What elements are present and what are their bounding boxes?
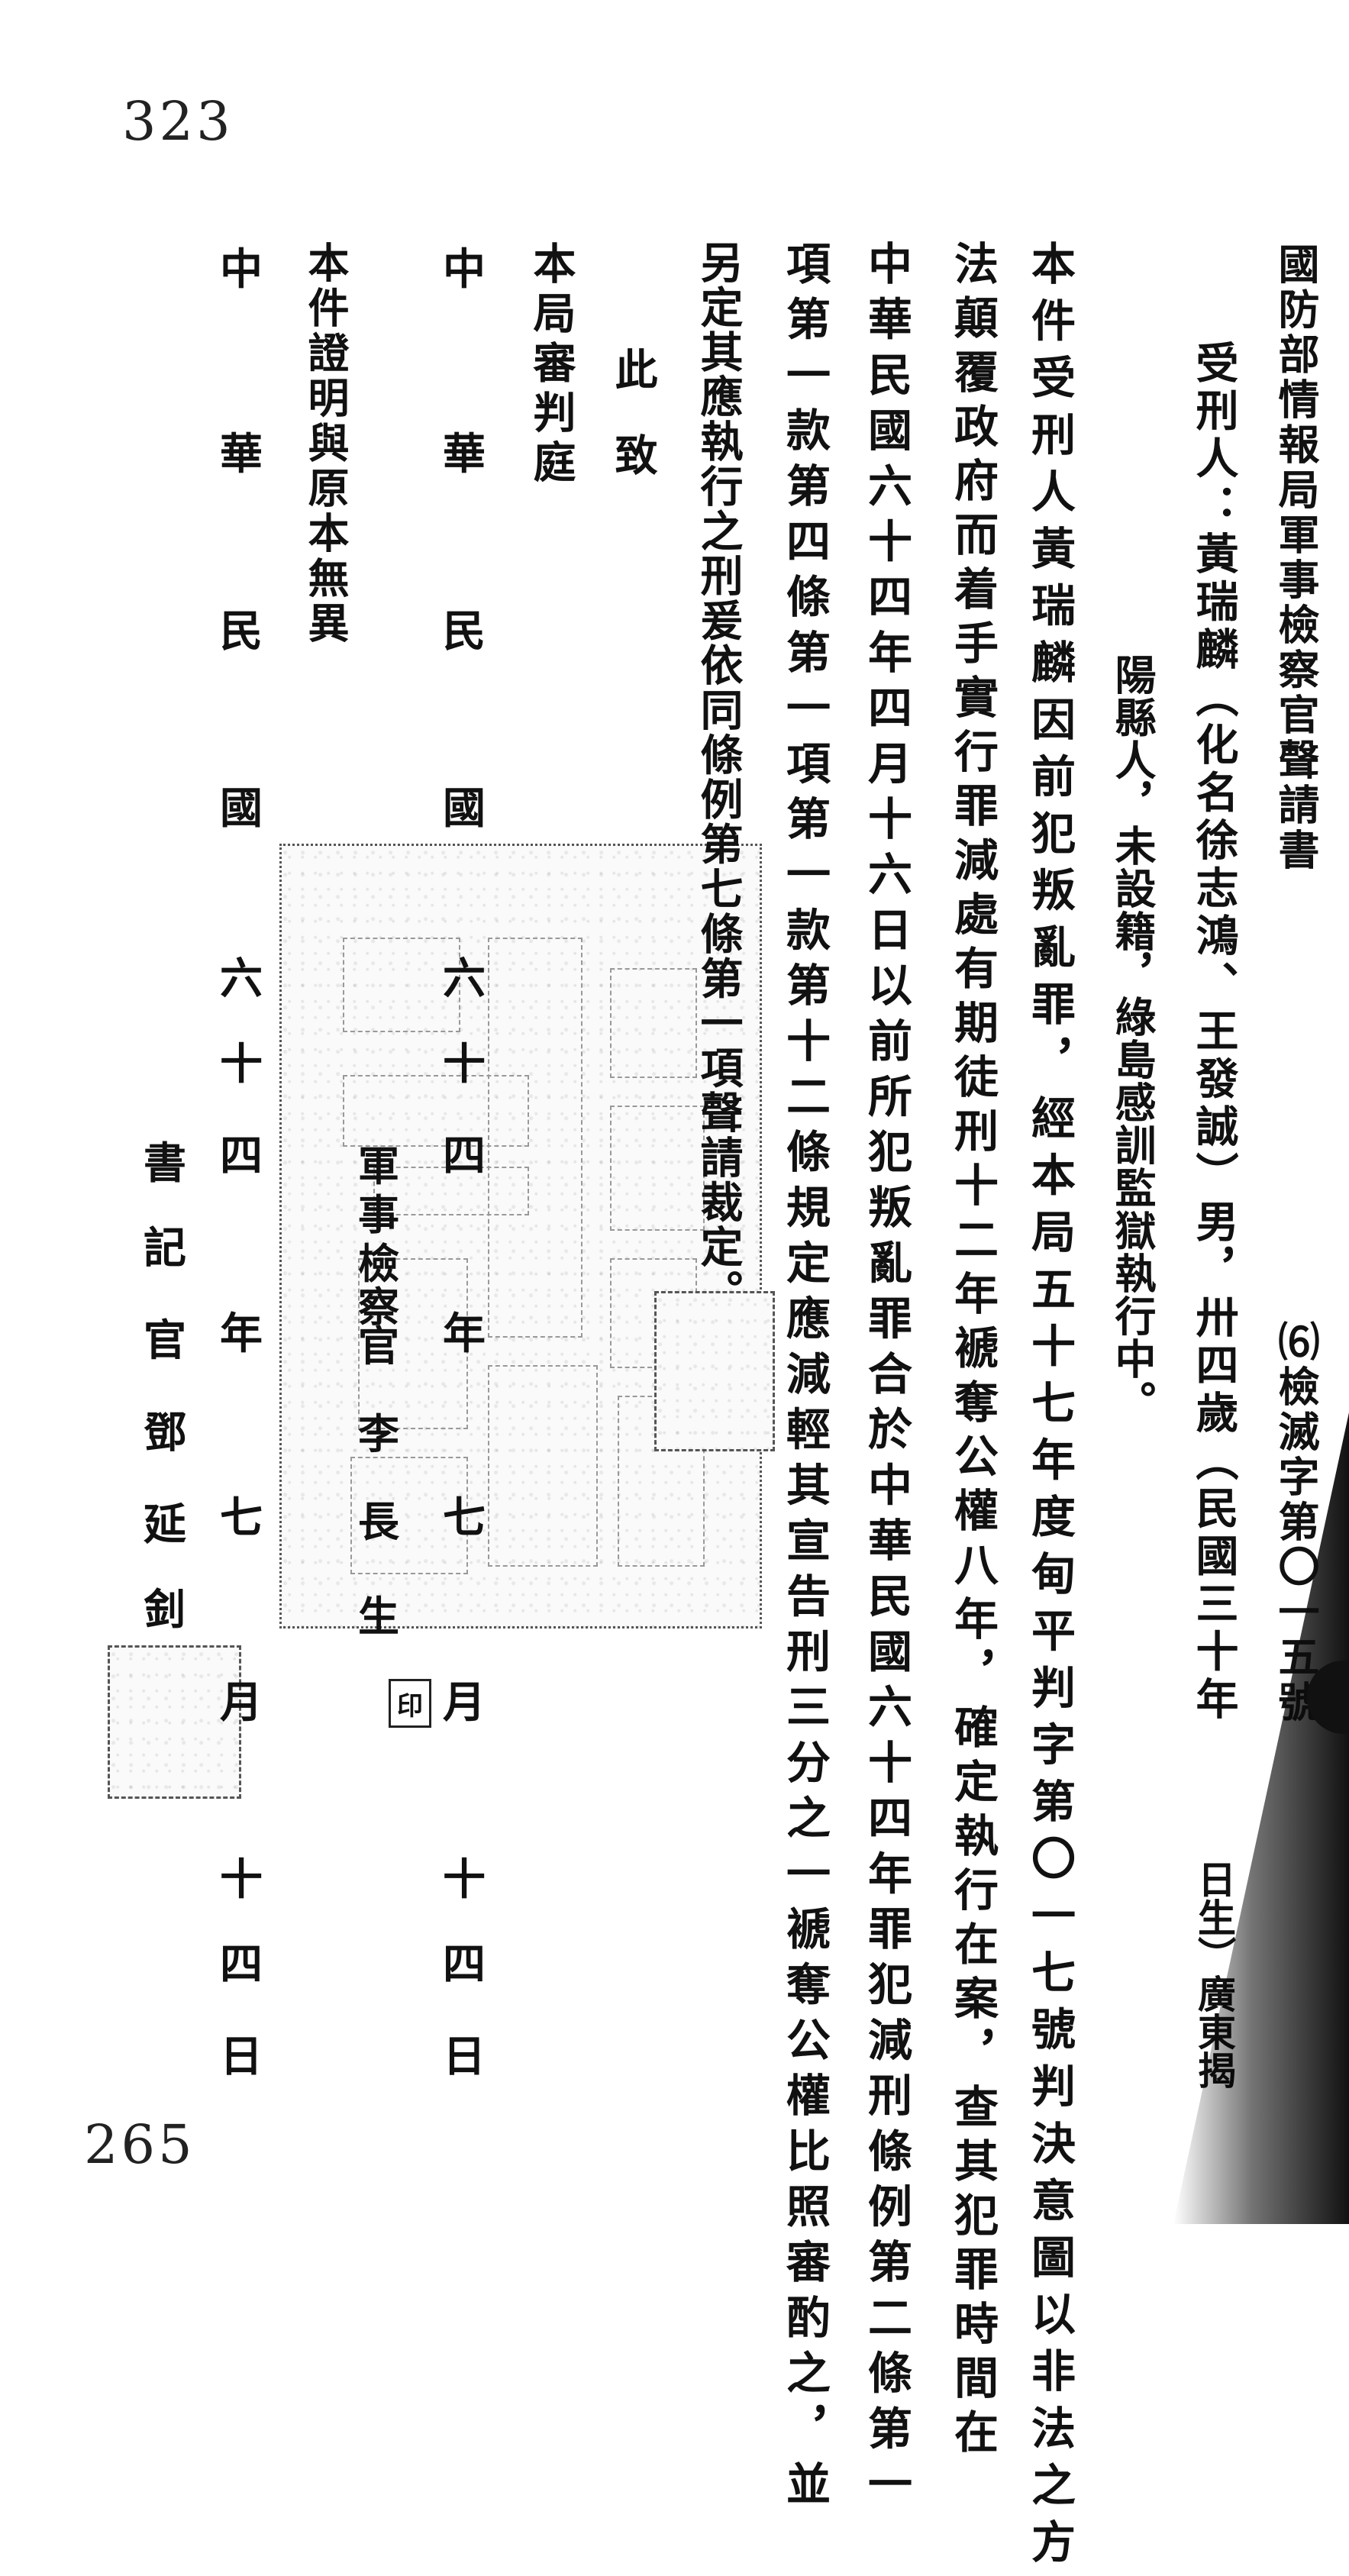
character: 四 [443, 1131, 486, 1181]
character: 記 [144, 1223, 186, 1273]
character: 年 [443, 1309, 486, 1359]
character: 官 [144, 1315, 186, 1366]
body-line: 項第一款第四條第一項第一款第十二條規定應減輕其宣告刑三分之一褫奪公權比照審酌之，… [779, 240, 831, 2516]
character: 書 [144, 1138, 186, 1189]
character: 檢 [358, 1239, 399, 1288]
clerk-signature: 書記官鄧延釗 [144, 0, 189, 2224]
character: 生 [358, 1592, 399, 1641]
certification-date: 中華民國六十四年七月十四日 [220, 0, 266, 2224]
character: 月 [443, 1677, 486, 1728]
official-seal-large [279, 844, 762, 1629]
character: 日 [443, 2032, 486, 2082]
character: 四 [443, 1939, 486, 1990]
seal-mark-box: 印 [389, 1679, 431, 1728]
page-number-top: 323 [122, 90, 234, 153]
character: 民 [220, 606, 263, 657]
character: 六 [443, 954, 486, 1004]
character: 事 [358, 1190, 399, 1239]
character: 十 [220, 1855, 263, 1905]
page-number-bottom: 265 [84, 2113, 195, 2176]
character: 七 [220, 1493, 263, 1543]
character: 六 [220, 954, 263, 1004]
body-line: 法顛覆政府而着手實行罪減處有期徒刑十二年褫奪公權八年，確定執行在案，查其犯罪時間… [947, 240, 999, 2463]
body-line: 本件受刑人黃瑞麟因前犯叛亂罪，經本局五十七年度甸平判字第〇一七號判決意圖以非法之… [1024, 240, 1076, 2576]
defendant-line-1: 受刑人：黃瑞麟（化名徐志鴻、王發誠）男，卅四歲（民國三十年 [1189, 341, 1239, 1725]
character: 延 [144, 1499, 186, 1550]
small-seal-stamp [654, 1291, 775, 1451]
defendant-line-2: 陽縣人，未設籍，綠島感訓監獄執行中。 [1108, 654, 1157, 1423]
character: 十 [220, 1039, 263, 1089]
body-line: 另定其應執行之刑爰依同條例第七條第一項聲請裁定。 [693, 240, 744, 1315]
character: 李 [358, 1409, 399, 1458]
character: 軍 [358, 1141, 399, 1190]
clerk-seal-stamp [108, 1645, 241, 1799]
addressee: 本局審判庭 [526, 241, 576, 489]
character: 釗 [144, 1585, 186, 1635]
character: 月 [220, 1677, 263, 1728]
document-title: 國防部情報局軍事檢察官聲請書 [1271, 243, 1320, 873]
character: 華 [220, 429, 263, 479]
character: 國 [443, 783, 486, 834]
character: 七 [443, 1493, 486, 1543]
body-line: 中華民國六十四年四月十六日以前所犯叛亂罪合於中華民國六十四年罪犯減刑條例第二條第… [860, 240, 912, 2516]
character: 中 [443, 244, 486, 295]
character: 察 [358, 1283, 399, 1332]
character: 日 [220, 2032, 263, 2082]
character: 十 [443, 1039, 486, 1089]
character: 民 [443, 606, 486, 657]
character: 華 [443, 429, 486, 479]
character: 鄧 [144, 1408, 186, 1458]
character: 官 [358, 1322, 399, 1370]
prosecutor-date: 中華民國六十四年七月十四日 [443, 0, 489, 2224]
character: 中 [220, 244, 263, 295]
character: 國 [220, 783, 263, 834]
character: 四 [220, 1131, 263, 1181]
character: 年 [220, 1309, 263, 1359]
salutation: 此致 [608, 347, 658, 518]
certification-statement: 本件證明與原本無異 [301, 241, 350, 647]
character: 長 [358, 1497, 399, 1546]
character: 四 [220, 1939, 263, 1990]
character: 十 [443, 1855, 486, 1905]
prosecutor-title-name: 軍事檢察官李長生 [358, 0, 404, 2224]
